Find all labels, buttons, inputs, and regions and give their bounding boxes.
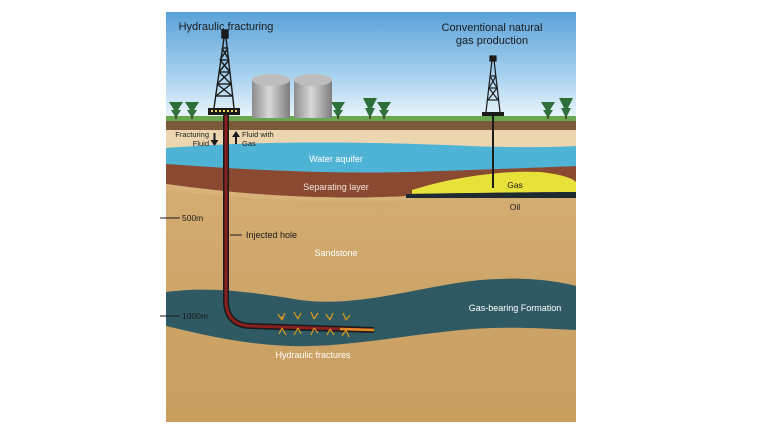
- label-water-aquifer: Water aquifer: [309, 154, 363, 164]
- label-fluid-with-gas-line2: Gas: [242, 139, 256, 148]
- conventional-rig-base: [482, 112, 504, 116]
- label-fracturing-fluid-line1: Fracturing: [175, 130, 209, 139]
- drilling-rig-icon: [213, 29, 235, 109]
- arrow-up-icon: [232, 131, 240, 144]
- topsoil: [166, 121, 576, 130]
- tree-icon: [169, 98, 573, 118]
- label-sandstone: Sandstone: [314, 248, 357, 258]
- label-oil: Oil: [510, 202, 521, 212]
- sand-band: [166, 184, 410, 202]
- label-gas-bearing-formation: Gas-bearing Formation: [469, 303, 562, 313]
- label-fluid-with-gas-line1: Fluid with: [242, 130, 274, 139]
- rig-platform-lights: [211, 110, 237, 112]
- label-injected-hole: Injected hole: [246, 230, 297, 240]
- title-hydraulic-fracturing: Hydraulic fracturing: [179, 21, 274, 33]
- hydraulic-fractures-marks: [277, 311, 351, 338]
- label-hydraulic-fractures: Hydraulic fractures: [275, 350, 351, 360]
- label-separating-layer: Separating layer: [303, 182, 369, 192]
- separating-layer: [166, 164, 576, 198]
- storage-tank-icon: [252, 74, 332, 118]
- label-depth-500: 500m: [182, 213, 203, 223]
- fracking-well-pipe-inner: [224, 115, 375, 332]
- label-gas: Gas: [507, 180, 523, 190]
- water-aquifer-layer: [166, 142, 576, 175]
- conventional-rig-icon: [485, 55, 501, 113]
- arrow-down-icon: [210, 133, 219, 146]
- grass-strip: [166, 116, 576, 121]
- title-conventional-line1: Conventional natural: [442, 22, 543, 34]
- tree-trunks: [175, 116, 567, 119]
- title-conventional-line2: gas production: [456, 35, 528, 47]
- fracking-well-pipe-tip: [339, 327, 375, 332]
- label-fracturing-fluid-line2: Fluid: [193, 139, 209, 148]
- label-depth-1000: 1000m: [182, 311, 208, 321]
- oil-pocket: [406, 192, 576, 198]
